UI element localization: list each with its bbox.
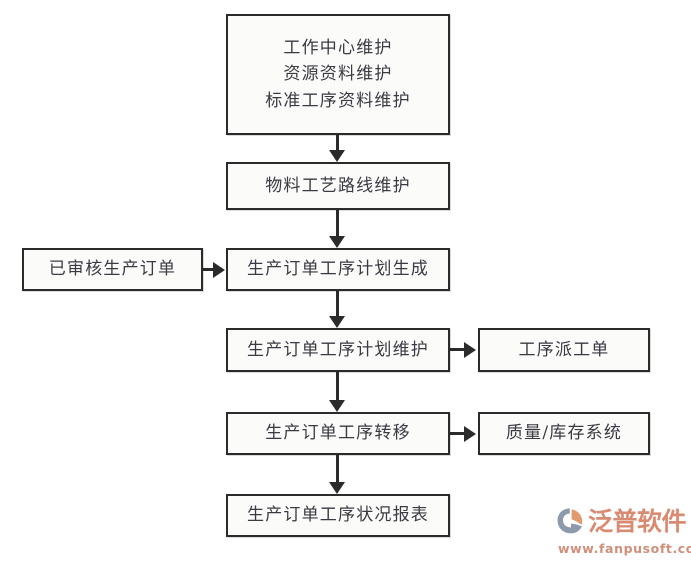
arrow-down-icon-transfer-to-status-report [329, 482, 345, 494]
arrow-down-icon-plan-generation-to-plan-maintenance [329, 316, 345, 328]
arrow-right-icon-plan-maintenance-to-dispatch [464, 342, 476, 358]
arrow-right-icon-approved-order-to-plan-generation [213, 262, 225, 278]
node-operation-dispatch-order[interactable]: 工序派工单 [478, 328, 650, 372]
node-operation-dispatch-order-label: 工序派工单 [518, 339, 610, 360]
arrow-right-icon-transfer-to-quality-inventory [464, 426, 476, 442]
arrow-down-icon-plan-maintenance-to-transfer [329, 400, 345, 412]
connector-plan-generation-to-plan-maintenance [336, 291, 339, 316]
node-operation-transfer-label: 生产订单工序转移 [265, 423, 411, 444]
connector-approved-order-to-plan-generation [203, 268, 217, 271]
node-approved-production-order-label: 已审核生产订单 [48, 259, 177, 280]
connector-transfer-to-quality-inventory [450, 432, 467, 435]
connector-basic-data-to-route [336, 135, 339, 152]
node-operation-plan-maintenance-label: 生产订单工序计划维护 [247, 339, 429, 360]
node-operation-plan-generation[interactable]: 生产订单工序计划生成 [226, 248, 450, 291]
arrow-down-icon-basic-data-to-route [329, 150, 345, 162]
node-quality-inventory-system[interactable]: 质量/库存系统 [478, 412, 650, 455]
watermark-brand-text: 泛普软件 [588, 506, 687, 536]
node-material-route-label: 物料工艺路线维护 [265, 175, 411, 196]
node-approved-production-order[interactable]: 已审核生产订单 [22, 248, 203, 291]
node-operation-transfer[interactable]: 生产订单工序转移 [226, 412, 450, 455]
connector-plan-maintenance-to-dispatch [450, 348, 467, 351]
node-operation-status-report-label: 生产订单工序状况报表 [247, 505, 429, 526]
node-material-route-maintenance[interactable]: 物料工艺路线维护 [226, 162, 450, 210]
watermark-url-text: www.fanpusoft.com [558, 540, 691, 556]
node-basic-data-line-2: 资源资料维护 [283, 64, 393, 85]
node-quality-inventory-system-label: 质量/库存系统 [505, 423, 623, 444]
watermark-logo: 泛普软件 www.fanpusoft.com [556, 502, 691, 558]
connector-route-to-plan-generation [336, 210, 339, 236]
watermark-brand-row: 泛普软件 [556, 505, 687, 538]
node-basic-data-line-3: 标准工序资料维护 [265, 90, 411, 111]
arrow-down-icon-route-to-plan-generation [329, 236, 345, 248]
node-basic-data-line-1: 工作中心维护 [283, 37, 393, 58]
connector-transfer-to-status-report [336, 455, 339, 482]
fanpu-logo-icon [557, 508, 583, 534]
node-operation-plan-generation-label: 生产订单工序计划生成 [247, 259, 429, 280]
connector-plan-maintenance-to-transfer [336, 372, 339, 400]
node-operation-plan-maintenance[interactable]: 生产订单工序计划维护 [226, 328, 450, 372]
node-operation-status-report[interactable]: 生产订单工序状况报表 [226, 494, 450, 537]
node-basic-data-maintenance[interactable]: 工作中心维护 资源资料维护 标准工序资料维护 [226, 14, 450, 135]
